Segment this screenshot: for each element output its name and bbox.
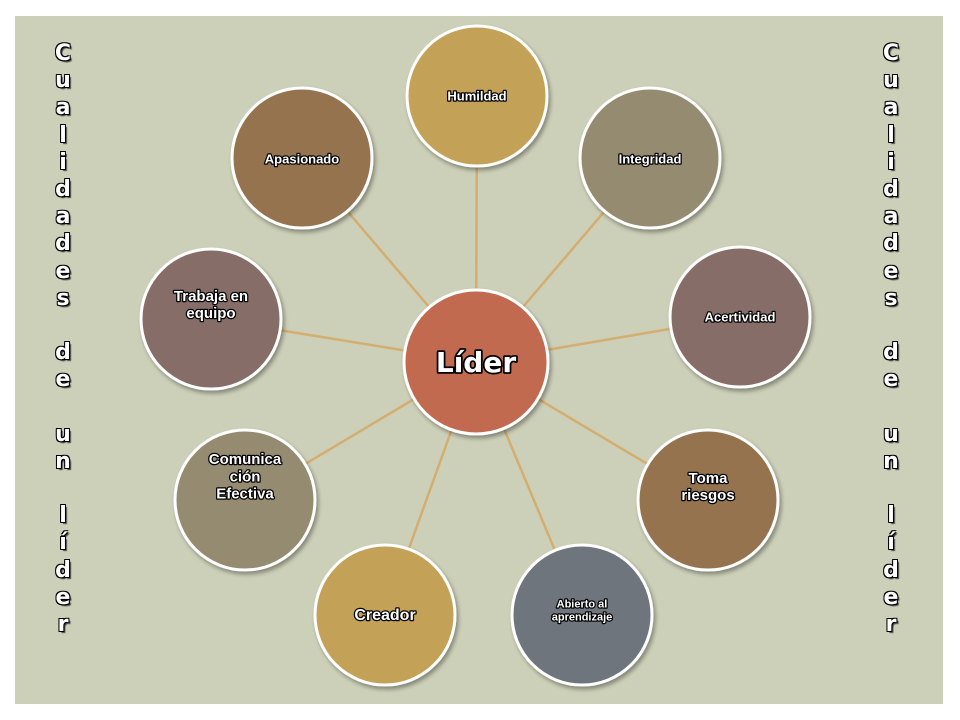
side-title-char: i [59, 149, 67, 175]
node-label-comunicacion-efectiva: Efectiva [216, 486, 274, 503]
side-title-char: í [59, 530, 67, 556]
node-label-trabaja-en-equipo: Trabaja en [174, 288, 248, 305]
node-apasionado: Apasionado [230, 86, 374, 230]
node-label-integridad: Integridad [619, 152, 682, 167]
side-title-char: l [887, 122, 895, 148]
side-title-char: d [55, 340, 71, 366]
center-node: Líder [402, 288, 550, 436]
side-title-char: d [55, 176, 71, 202]
node-circle-trabaja-en-equipo [139, 247, 283, 391]
node-circle-abierto-al-aprendizaje [510, 543, 654, 687]
side-title-char: d [883, 340, 899, 366]
side-title-char: e [55, 258, 71, 284]
connector-comunicacion-efectiva [304, 397, 415, 466]
side-title-char: l [887, 503, 895, 529]
side-title-char: a [55, 204, 71, 230]
side-title-char: e [883, 367, 899, 393]
node-circle-comunicacion-efectiva [173, 428, 317, 572]
node-circle-humildad [405, 24, 549, 168]
node-label-comunicacion-efectiva: Comunica [209, 451, 282, 468]
side-title-char: d [883, 231, 899, 257]
connector-abierto-al-aprendizaje [502, 427, 557, 551]
side-title-char: d [55, 231, 71, 257]
side-title-char: d [883, 176, 899, 202]
side-title-char: u [55, 421, 71, 447]
side-title-char: C [54, 41, 72, 66]
node-integridad: Integridad [578, 86, 722, 230]
quality-nodes: HumildadIntegridadAcertividadTomariesgos… [139, 24, 812, 687]
side-title-char: u [55, 68, 71, 94]
center-label: Líder [436, 346, 516, 379]
node-circle-apasionado [230, 86, 374, 230]
side-title-char: s [884, 285, 898, 311]
side-title-char: s [56, 285, 70, 311]
center-circle [402, 288, 550, 436]
node-label-creador: Creador [354, 607, 415, 624]
cycle-diagram: HumildadIntegridadAcertividadTomariesgos… [139, 24, 812, 687]
side-title-char: e [883, 258, 899, 284]
node-label-abierto-al-aprendizaje: aprendizaje [552, 611, 613, 623]
side-title-char: u [883, 421, 899, 447]
side-title-char: e [883, 584, 899, 610]
node-creador: Creador [313, 543, 457, 687]
connector-creador [407, 429, 453, 550]
node-circle-toma-riesgos [636, 428, 780, 572]
side-title-char: i [887, 149, 895, 175]
node-label-abierto-al-aprendizaje: Abierto al [557, 599, 608, 611]
node-label-humildad: Humildad [447, 89, 506, 104]
node-label-acertividad: Acertividad [705, 310, 776, 325]
connector-toma-riesgos [537, 397, 649, 466]
side-title-char: n [55, 448, 71, 474]
node-label-comunicacion-efectiva: ción [230, 468, 261, 485]
side-title-char: n [883, 448, 899, 474]
connector-integridad [521, 210, 606, 309]
side-title-char: í [887, 530, 895, 556]
side-title-char: r [57, 611, 69, 637]
side-title-char: e [55, 584, 71, 610]
node-label-toma-riesgos: riesgos [681, 487, 734, 504]
side-title-char: C [882, 41, 900, 66]
side-title-char: r [885, 611, 897, 637]
node-label-trabaja-en-equipo: equipo [186, 305, 235, 322]
node-circle-acertividad [668, 245, 812, 389]
connector-apasionado [346, 210, 431, 309]
node-humildad: Humildad [405, 24, 549, 168]
node-acertividad: Acertividad [668, 245, 812, 389]
side-title-char: a [55, 95, 71, 121]
side-title-char: l [59, 122, 67, 148]
side-title-char: d [883, 557, 899, 583]
node-circle-integridad [578, 86, 722, 230]
side-title-char: d [55, 557, 71, 583]
side-title-char: l [59, 503, 67, 529]
node-label-apasionado: Apasionado [265, 152, 339, 167]
connector-trabaja-en-equipo [279, 328, 406, 352]
node-circle-creador [313, 543, 457, 687]
side-title-char: a [883, 95, 899, 121]
connector-lines [279, 165, 672, 551]
side-title-char: u [883, 68, 899, 94]
side-title-char: e [55, 367, 71, 393]
connector-acertividad [546, 327, 672, 352]
side-title-char: a [883, 204, 899, 230]
node-label-toma-riesgos: Toma [689, 470, 729, 487]
